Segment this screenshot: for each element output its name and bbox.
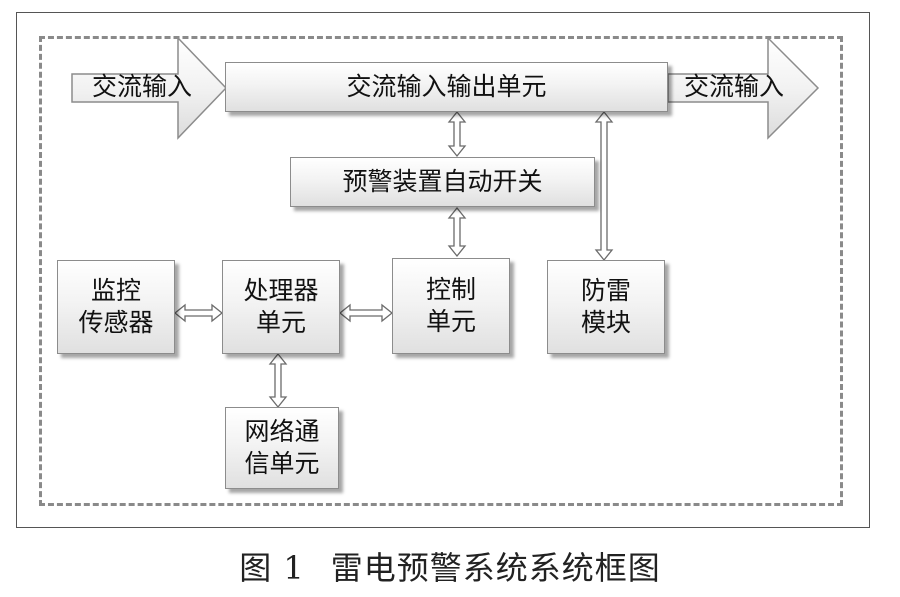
link-sensor-processor bbox=[173, 303, 224, 323]
lightning-block: 防雷 模块 bbox=[547, 260, 665, 354]
processor-line-1: 处理器 bbox=[243, 275, 319, 305]
input-arrow bbox=[71, 36, 228, 140]
network-line-2: 信单元 bbox=[244, 449, 320, 478]
lightning-line-2: 模块 bbox=[580, 308, 631, 337]
link-processor-control bbox=[338, 303, 394, 323]
lightning-line-1: 防雷 bbox=[580, 275, 631, 305]
sensor-block: 监控 传感器 bbox=[57, 260, 175, 354]
sensor-line-1: 监控 bbox=[90, 275, 141, 305]
figure-caption: 图 1 雷电预警系统系统框图 bbox=[0, 543, 900, 589]
output-arrow bbox=[667, 36, 820, 140]
figure-number: 图 1 bbox=[239, 549, 305, 587]
figure-title: 雷电预警系统系统框图 bbox=[330, 549, 661, 587]
control-line-2: 单元 bbox=[425, 307, 476, 336]
processor-line-2: 单元 bbox=[255, 308, 306, 337]
io-unit-block: 交流输入输出单元 bbox=[225, 62, 668, 112]
input-label: 交流输入 bbox=[92, 72, 193, 101]
figure-frame bbox=[16, 12, 870, 528]
processor-block: 处理器 单元 bbox=[222, 260, 340, 354]
auto-switch-block: 预警装置自动开关 bbox=[290, 157, 595, 207]
link-switch-control bbox=[447, 206, 467, 258]
system-boundary bbox=[39, 36, 843, 506]
output-label: 交流输入 bbox=[684, 72, 785, 101]
io-unit-label: 交流输入输出单元 bbox=[346, 71, 547, 101]
auto-switch-label: 预警装置自动开关 bbox=[342, 166, 543, 196]
link-io-switch bbox=[447, 110, 467, 158]
network-line-1: 网络通 bbox=[244, 416, 320, 446]
link-processor-network bbox=[268, 352, 288, 409]
sensor-line-2: 传感器 bbox=[78, 308, 154, 337]
control-line-1: 控制 bbox=[425, 274, 476, 304]
link-io-lightning bbox=[594, 110, 614, 262]
control-block: 控制 单元 bbox=[392, 258, 510, 354]
network-block: 网络通 信单元 bbox=[225, 407, 339, 489]
